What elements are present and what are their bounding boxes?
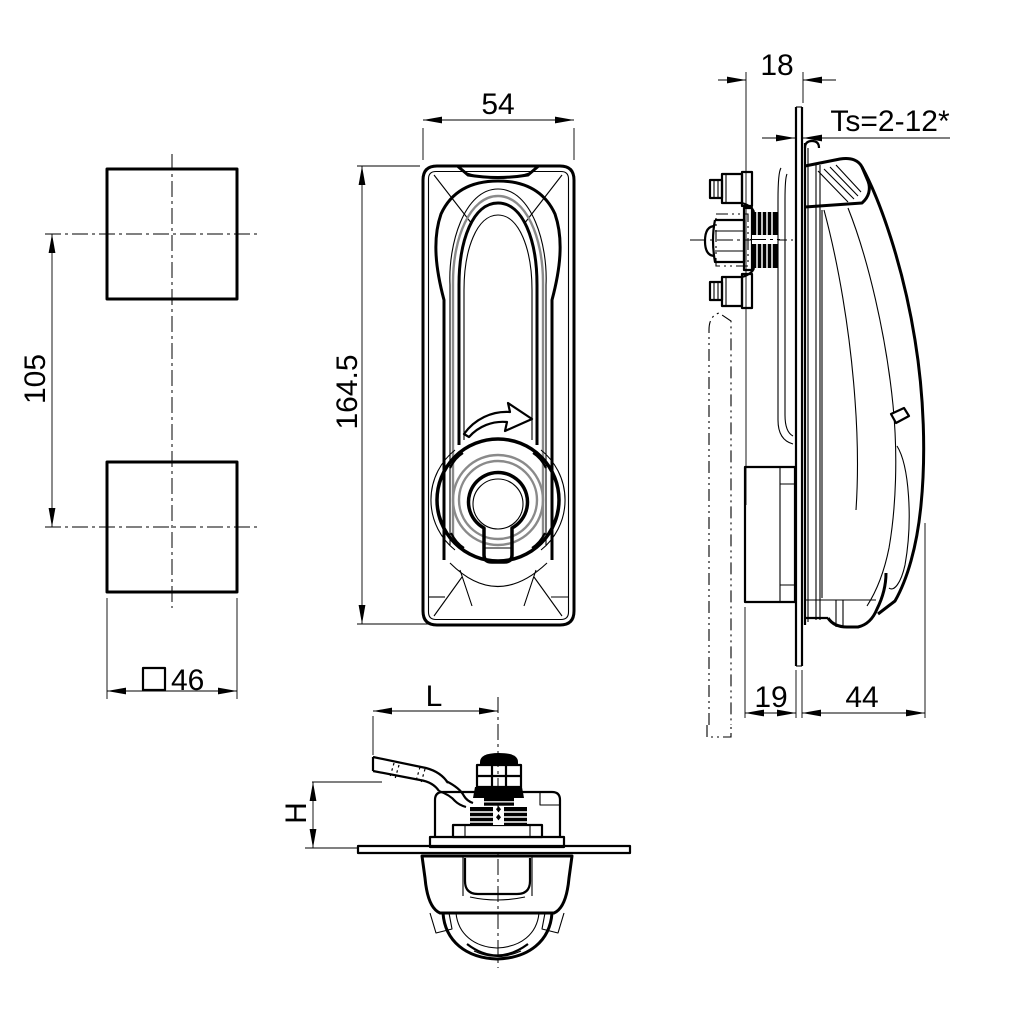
swung-open-view: L H	[280, 680, 632, 968]
side-view: 18 Ts=2-12*	[690, 49, 950, 738]
dim-L-label: L	[426, 680, 443, 713]
clamp-bolts	[708, 170, 756, 310]
dim-cutout-pitch: 105	[19, 234, 56, 527]
dim-54-label: 54	[481, 88, 514, 121]
mounting-plate-section	[356, 844, 632, 855]
dim-lever-height: H	[280, 781, 382, 849]
dim-46-label: 46	[171, 664, 204, 697]
front-view: 54 164.5	[331, 88, 576, 627]
threaded-bushing	[750, 167, 794, 445]
cutout-template-view: 105 46	[19, 154, 258, 699]
cam-phantom-outline	[706, 213, 749, 738]
latch-cam	[743, 465, 797, 604]
dim-105-label: 105	[19, 354, 52, 404]
handle-recess	[434, 179, 562, 560]
square-symbol	[141, 666, 167, 692]
dim-bracket-inset: 18	[718, 49, 836, 505]
swung-lever	[371, 755, 474, 809]
dim-cutout-size: 46	[106, 598, 238, 699]
cam-nut-stack	[428, 753, 566, 849]
handle-head-top	[420, 854, 574, 961]
dim-depth-front: 44	[802, 523, 926, 718]
dim-164-5-label: 164.5	[331, 354, 364, 429]
clockwise-rotation-arrow-icon	[462, 401, 534, 439]
dim-ts-label: Ts=2-12*	[830, 105, 950, 138]
lock-nut	[703, 206, 754, 272]
dim-18-label: 18	[760, 49, 793, 82]
dim-panel-thickness: Ts=2-12*	[762, 105, 950, 142]
lock-rosette	[430, 437, 566, 607]
dim-44-label: 44	[845, 681, 878, 714]
dim-front-width: 54	[422, 88, 575, 160]
top-notch	[457, 165, 539, 179]
dim-lever-length: L	[372, 680, 498, 755]
dim-depth-behind: 19	[744, 607, 803, 718]
handle-housing-side	[803, 139, 926, 629]
dim-19-label: 19	[754, 681, 787, 714]
dim-H-label: H	[280, 802, 313, 824]
dim-front-height: 164.5	[331, 165, 434, 625]
front-bezel	[421, 164, 576, 627]
keyhole	[466, 470, 530, 564]
mounting-panel	[794, 106, 804, 667]
latch-catch-detail	[889, 406, 911, 425]
